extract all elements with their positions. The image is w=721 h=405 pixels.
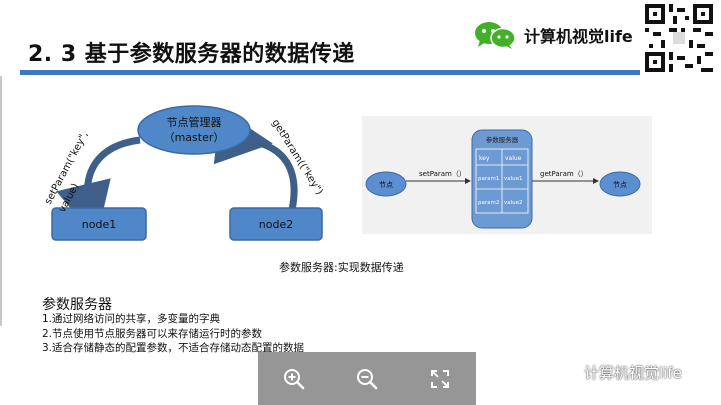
title-underline <box>20 70 640 75</box>
node1-label: node1 <box>82 218 116 231</box>
table-cell: value1 <box>504 176 523 182</box>
set-param-arrow <box>56 136 141 240</box>
section-title: 参数服务器 <box>42 297 112 313</box>
node2-label: node2 <box>259 218 293 231</box>
wechat-channel-icon <box>558 363 576 382</box>
brand-name: 计算机视觉life <box>524 27 633 46</box>
left-node <box>365 171 407 197</box>
right-node-label: 节点 <box>613 181 627 189</box>
zoom-in-icon <box>284 368 305 389</box>
table-cell: value2 <box>504 200 523 206</box>
image-viewer-toolbar <box>258 352 476 405</box>
zoom-out-button[interactable] <box>351 363 383 395</box>
fullscreen-button[interactable] <box>424 363 456 395</box>
watermark: 计算机视觉life <box>556 362 682 383</box>
master-label-line1: 节点管理器 <box>167 115 222 129</box>
table-header-key: key <box>479 155 490 162</box>
master-label-line2: （master） <box>164 131 225 144</box>
param-server-diagram: 节点 setParam（） 参数服务器 key value param1 val… <box>362 116 652 234</box>
node1-box <box>51 207 147 241</box>
bullet-item: 3.适合存储静态的配置参数，不适合存储动态配置的数据 <box>42 342 305 354</box>
param-flow-diagram: 节点管理器 （master） node1 node2 setParam("key… <box>43 105 325 241</box>
bullet-item: 2.节点使用节点服务器可以来存储运行时的参数 <box>42 327 263 340</box>
brand: 计算机视觉life <box>474 20 633 50</box>
slide-title: 2. 3 基于参数服务器的数据传递 <box>28 42 355 67</box>
table-cell: param1 <box>478 176 499 182</box>
master-node <box>137 105 251 155</box>
qr-code-icon <box>645 4 713 72</box>
get-param-arrow <box>213 108 298 211</box>
left-edge-line <box>0 76 2 326</box>
table-cell: param2 <box>478 200 499 206</box>
set-param-arrow-label: setParam（） <box>419 170 466 178</box>
bullet-item: 1.通过网络访问的共享，多变量的字典 <box>42 313 221 325</box>
left-node-label: 节点 <box>379 181 393 189</box>
node2-box <box>229 207 323 241</box>
zoom-in-button[interactable] <box>278 363 310 395</box>
param-table <box>475 148 529 214</box>
fullscreen-icon <box>430 369 449 388</box>
bullet-list: 1.通过网络访问的共享，多变量的字典 2.节点使用节点服务器可以来存储运行时的参… <box>42 312 304 356</box>
param-server-title: 参数服务器 <box>486 135 519 144</box>
get-param-arrow-label: getParam（） <box>540 170 588 178</box>
diagram-caption: 参数服务器:实现数据传递 <box>279 261 404 274</box>
right-node <box>599 171 641 197</box>
watermark-text: 计算机视觉life <box>584 364 682 382</box>
table-header-value: value <box>505 155 522 162</box>
wechat-icon <box>475 22 516 49</box>
zoom-out-icon <box>356 368 378 389</box>
